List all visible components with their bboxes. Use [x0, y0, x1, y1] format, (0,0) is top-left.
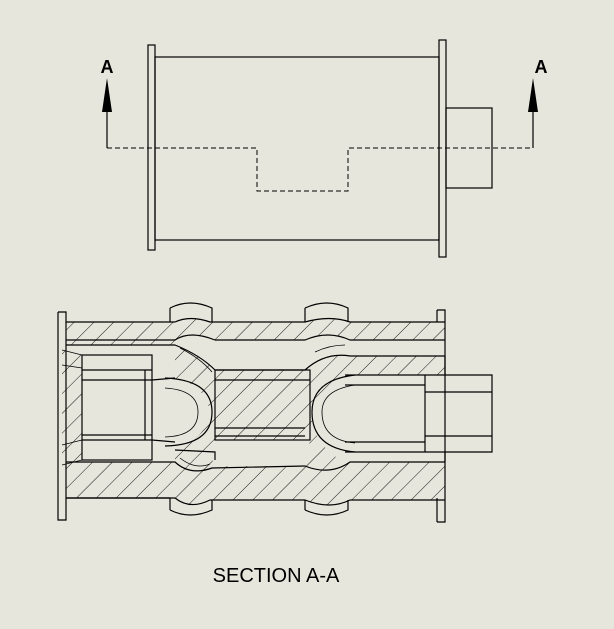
outer-line [57, 312, 67, 521]
outer-line [66, 497, 445, 506]
outer-line [174, 317, 445, 323]
right-sphere-cavity [311, 374, 356, 453]
inner-line [314, 344, 346, 353]
bore-line [61, 459, 83, 466]
outer-boss-bottom-left [169, 500, 213, 516]
section-view [57, 302, 493, 523]
top-wall-hatch [66, 318, 445, 345]
sphere-inner [321, 384, 356, 444]
right-flange-section [437, 309, 446, 523]
insert-line [151, 439, 176, 443]
bore-line [61, 349, 83, 356]
outlet-tube [345, 374, 493, 453]
left-insert [81, 354, 153, 461]
sphere-inner [164, 387, 199, 438]
bore-line [61, 364, 83, 369]
outer-boss-top-right [304, 302, 349, 322]
section-caption: SECTION A-A [213, 565, 340, 587]
center-channel [214, 369, 311, 441]
inner-line [179, 457, 211, 467]
left-arrow-head-icon [102, 78, 112, 112]
left-sphere-cavity [164, 377, 213, 447]
outer-boss-bottom-right [304, 500, 349, 516]
outer-boss-top-left [169, 302, 213, 322]
top-view: A A [101, 39, 548, 258]
left-bore-hatch [62, 350, 82, 465]
cutting-plane-line [107, 147, 533, 192]
right-arrow-head-icon [528, 78, 538, 112]
inner-line [66, 334, 445, 341]
bore-line [61, 439, 83, 446]
inner-line [66, 461, 445, 472]
bottom-wall-hatch [66, 462, 445, 505]
left-section-label: A [101, 57, 114, 77]
inner-line [179, 347, 213, 373]
outer-line [58, 311, 175, 323]
right-section-label: A [535, 57, 548, 77]
inner-line [174, 449, 216, 460]
